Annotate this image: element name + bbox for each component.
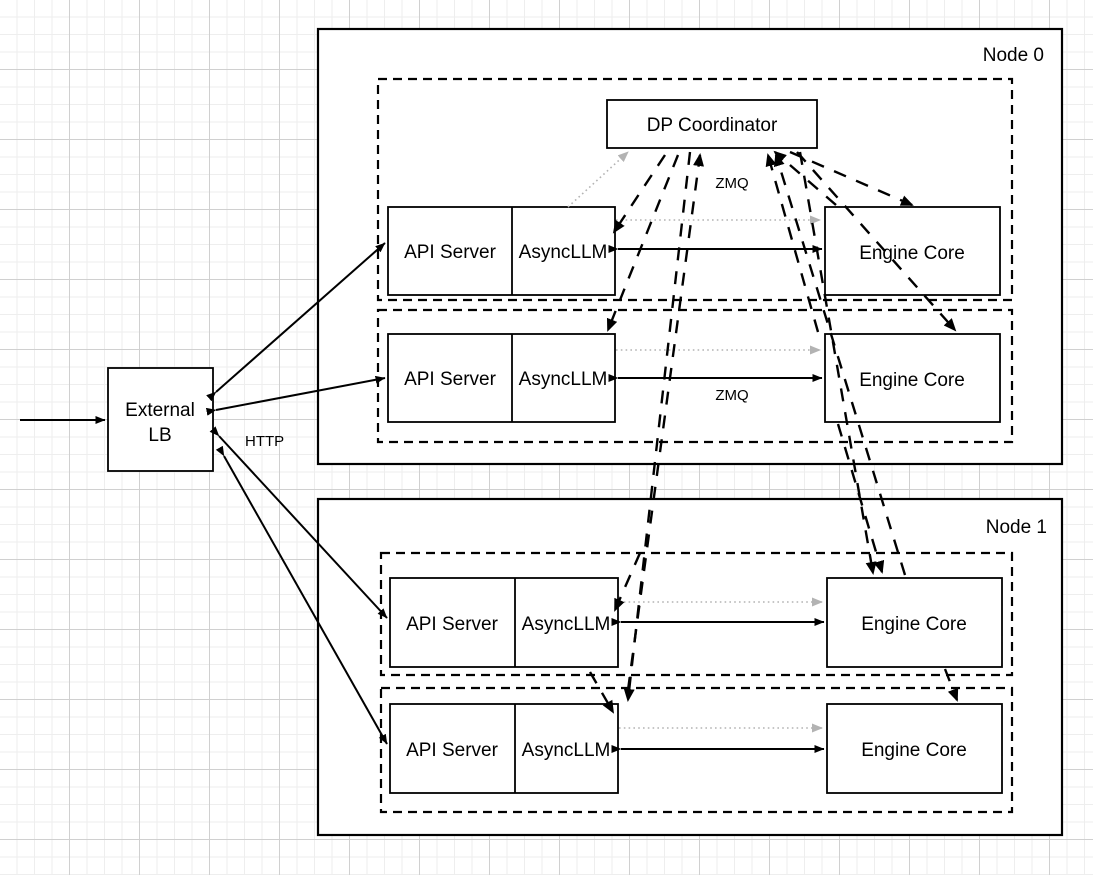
node0-rank0-zmq-label: ZMQ <box>715 175 748 192</box>
node-1-rank-0-engine-core-box[interactable] <box>826 577 1003 668</box>
node-1-rank-1-group <box>379 686 1014 814</box>
node0-rank1-engine-downlink <box>836 423 885 574</box>
node-1-rank-1-api-server-label: API Server <box>406 740 499 761</box>
coordinator-to-node0-rank1-async <box>606 154 680 332</box>
node-0-rank-0-async-llm-label: AsyncLLM <box>519 242 608 263</box>
node-1-rank-1-engine-core-box[interactable] <box>826 703 1003 794</box>
node0-rank0-async-to-coordinator-dotted <box>567 151 629 208</box>
node-0-label: Node 0 <box>983 45 1044 66</box>
node1-rank1-engine-to-coordinator <box>626 153 704 691</box>
node-0-rank-1-api-server-label: API Server <box>404 369 497 390</box>
coordinator-to-node1-rank1-async <box>588 671 615 714</box>
node-1-rank-0-engine-core-label: Engine Core <box>861 614 967 635</box>
node-1-label: Node 1 <box>986 517 1047 538</box>
coordinator-to-node0-rank1-engine <box>796 151 957 332</box>
node-1-rank-1-api-server-box[interactable] <box>389 703 619 794</box>
node0-rank1-engine-to-coordinator <box>765 153 820 333</box>
lb-to-node0-rank1-api-link <box>205 375 386 416</box>
node0-rank1-zmq-label: ZMQ <box>715 387 748 404</box>
node-1-rank-0-async-llm-label: AsyncLLM <box>522 614 611 635</box>
node-1-rank-0-api-server-box[interactable] <box>389 577 619 668</box>
node-0-rank-1-api-server-box[interactable] <box>387 333 616 423</box>
node-0-rank-0-api-server-box[interactable] <box>387 206 616 296</box>
lb-to-node1-rank1-api-link <box>215 445 388 745</box>
node-0-rank-0-api-server-label: API Server <box>404 242 497 263</box>
coordinator-to-node0-rank0-async <box>612 154 667 234</box>
node-1-rank-1-async-llm-label: AsyncLLM <box>522 740 611 761</box>
external-lb-label-line2: LB <box>148 425 171 446</box>
lb-to-node0-rank0-api-link <box>206 242 386 402</box>
node-1-rank-1-engine-core-label: Engine Core <box>861 740 967 761</box>
node-1-rank-0-api-server-label: API Server <box>406 614 499 635</box>
dp-coordinator-label: DP Coordinator <box>647 115 778 136</box>
node1-rank0-to-rank1-engine-link <box>943 668 959 702</box>
node-0-rank-1-async-llm-label: AsyncLLM <box>519 369 608 390</box>
external-lb-label-line1: External <box>125 400 195 421</box>
http-label: HTTP <box>245 433 284 450</box>
node-0-rank-1-engine-core-label: Engine Core <box>859 370 965 391</box>
coordinator-to-node1-rank0-async <box>613 552 642 612</box>
node1-rank0-engine-to-coordinator <box>773 153 907 576</box>
coordinator-to-node1-rank1-engine <box>623 151 692 702</box>
node-0-rank-0-group <box>376 77 1014 302</box>
node-0-rank-0-engine-core-label: Engine Core <box>859 243 965 264</box>
dp-coordinator-box[interactable] <box>606 99 818 149</box>
node-0-rank-1-group <box>376 308 1014 444</box>
external-lb-box[interactable] <box>107 367 214 472</box>
